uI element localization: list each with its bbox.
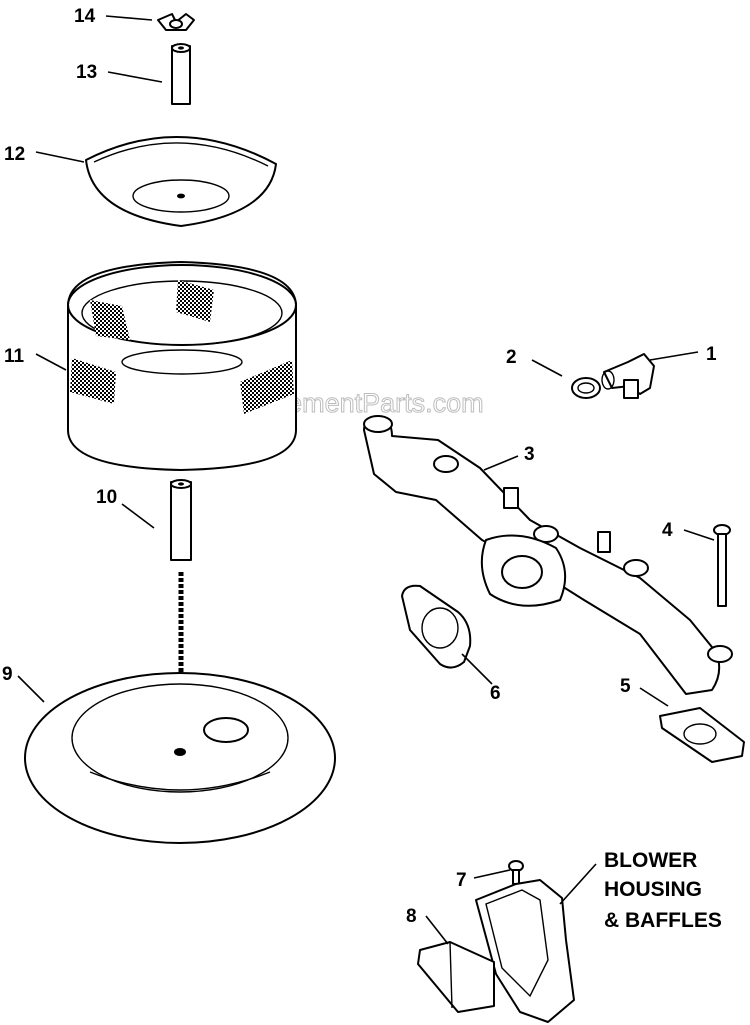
part-8-baffle — [417, 941, 495, 1013]
part-2-hose-clamp — [571, 377, 601, 399]
callout-12: 12 — [4, 144, 25, 165]
callout-4: 4 — [662, 520, 673, 541]
part-3-intake-manifold — [363, 415, 733, 695]
part-4-bolt — [713, 524, 731, 607]
part-6-gasket — [401, 584, 472, 669]
part-10-spacer-tube — [170, 479, 192, 561]
part-5-gasket — [659, 707, 745, 763]
label-line-2: HOUSING — [604, 878, 702, 901]
callout-10: 10 — [96, 487, 117, 508]
callout-9: 9 — [2, 664, 13, 685]
part-14-wing-nut — [157, 13, 195, 31]
callout-14: 14 — [74, 6, 96, 27]
callout-6: 6 — [490, 683, 501, 704]
callout-3: 3 — [524, 444, 535, 465]
part-12-air-cleaner-cover — [85, 135, 277, 227]
callout-8: 8 — [406, 906, 417, 927]
label-line-3: & BAFFLES — [604, 909, 722, 932]
callout-2: 2 — [506, 347, 517, 368]
part-13-spacer-tube — [171, 43, 191, 105]
callout-numbers: 14 13 12 11 10 9 2 1 3 4 6 5 7 8 — [2, 6, 717, 927]
callout-1: 1 — [706, 344, 717, 365]
part-9-base-plate — [24, 672, 336, 844]
blower-housing — [475, 879, 575, 1023]
callout-5: 5 — [620, 676, 631, 697]
part-7-screw — [508, 860, 524, 885]
blower-housing-label: BLOWER HOUSING & BAFFLES — [604, 849, 722, 932]
part-11-filter-element — [67, 261, 297, 471]
callout-11: 11 — [4, 346, 25, 367]
label-line-1: BLOWER — [604, 849, 697, 872]
callout-13: 13 — [76, 62, 97, 83]
leader-lines — [17, 15, 715, 945]
part-1-elbow-fitting — [601, 353, 655, 399]
callout-7: 7 — [456, 870, 467, 891]
